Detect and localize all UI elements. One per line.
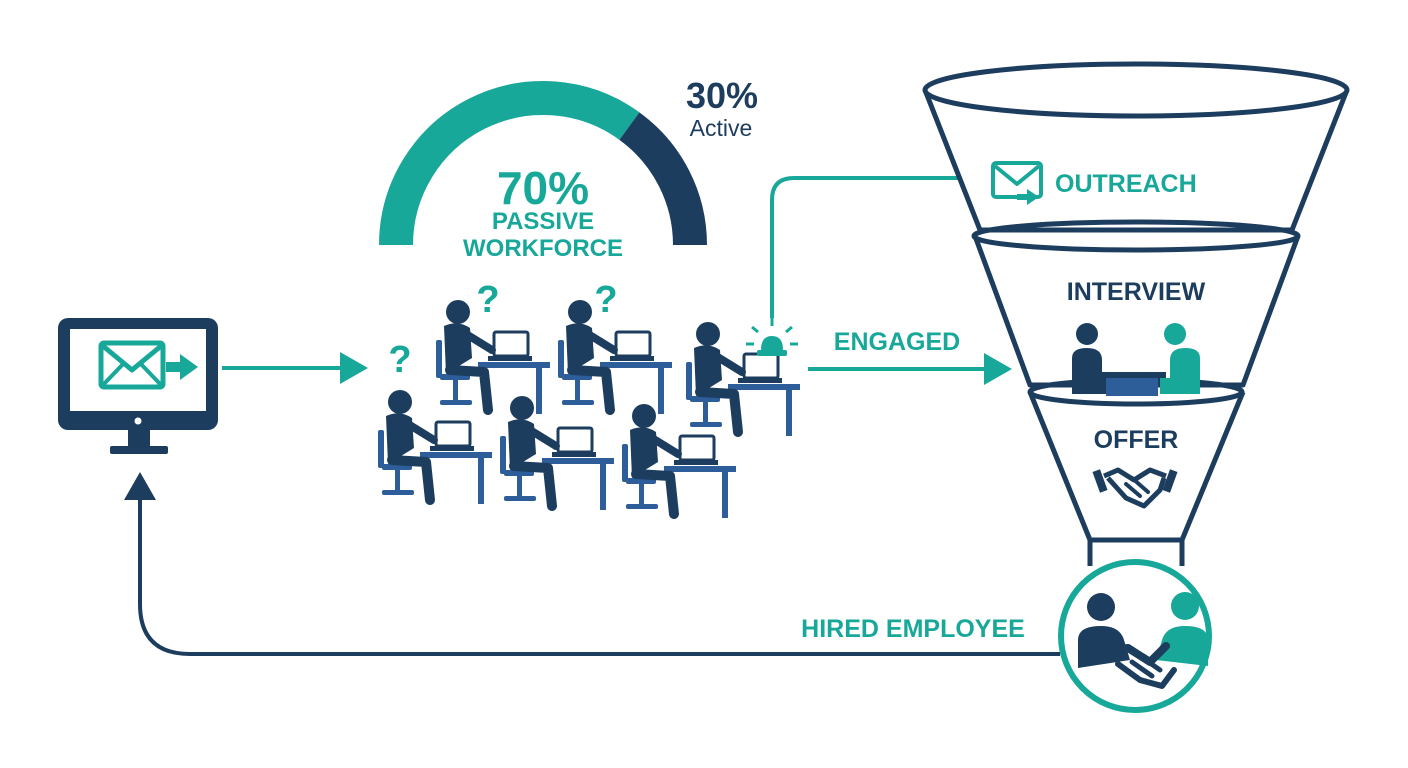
worker-figure bbox=[686, 322, 800, 436]
workforce-gauge bbox=[379, 81, 707, 246]
send-arrow-icon bbox=[166, 354, 198, 380]
active-percent: 30% bbox=[686, 75, 758, 116]
question-mark: ? bbox=[476, 279, 499, 321]
outreach-mail-icon bbox=[991, 161, 1043, 205]
active-label: Active bbox=[690, 115, 753, 141]
question-mark: ? bbox=[388, 339, 411, 381]
return-arrow bbox=[124, 472, 1060, 656]
alert-light-icon bbox=[746, 318, 798, 356]
worker-figure bbox=[500, 396, 614, 510]
hired-employee-label: HIRED EMPLOYEE bbox=[801, 615, 1025, 643]
interview-icon bbox=[1072, 323, 1200, 396]
hired-handshake-icon bbox=[1058, 559, 1212, 713]
passive-label-line2: WORKFORCE bbox=[463, 235, 623, 262]
passive-label-line1: PASSIVE bbox=[492, 208, 594, 235]
monitor-mail-icon bbox=[58, 318, 218, 454]
interview-label: INTERVIEW bbox=[1067, 278, 1206, 306]
worker-figure bbox=[378, 390, 492, 504]
connector-to-outreach bbox=[770, 176, 985, 318]
worker-figure bbox=[622, 404, 736, 518]
engaged-label: ENGAGED bbox=[834, 328, 960, 356]
handshake-icon bbox=[1092, 467, 1178, 509]
offer-label: OFFER bbox=[1094, 426, 1179, 454]
arrow-monitor-to-workers bbox=[222, 352, 368, 384]
gauge-passive-arc bbox=[379, 81, 640, 246]
mail-icon bbox=[98, 340, 166, 390]
outreach-label: OUTREACH bbox=[1055, 170, 1197, 198]
question-mark: ? bbox=[594, 279, 617, 321]
workers-group bbox=[378, 300, 800, 518]
passive-percent: 70% bbox=[497, 162, 589, 214]
engaged-arrow bbox=[808, 353, 1012, 385]
hiring-funnel bbox=[922, 61, 1350, 566]
gauge-active-arc bbox=[619, 112, 707, 246]
